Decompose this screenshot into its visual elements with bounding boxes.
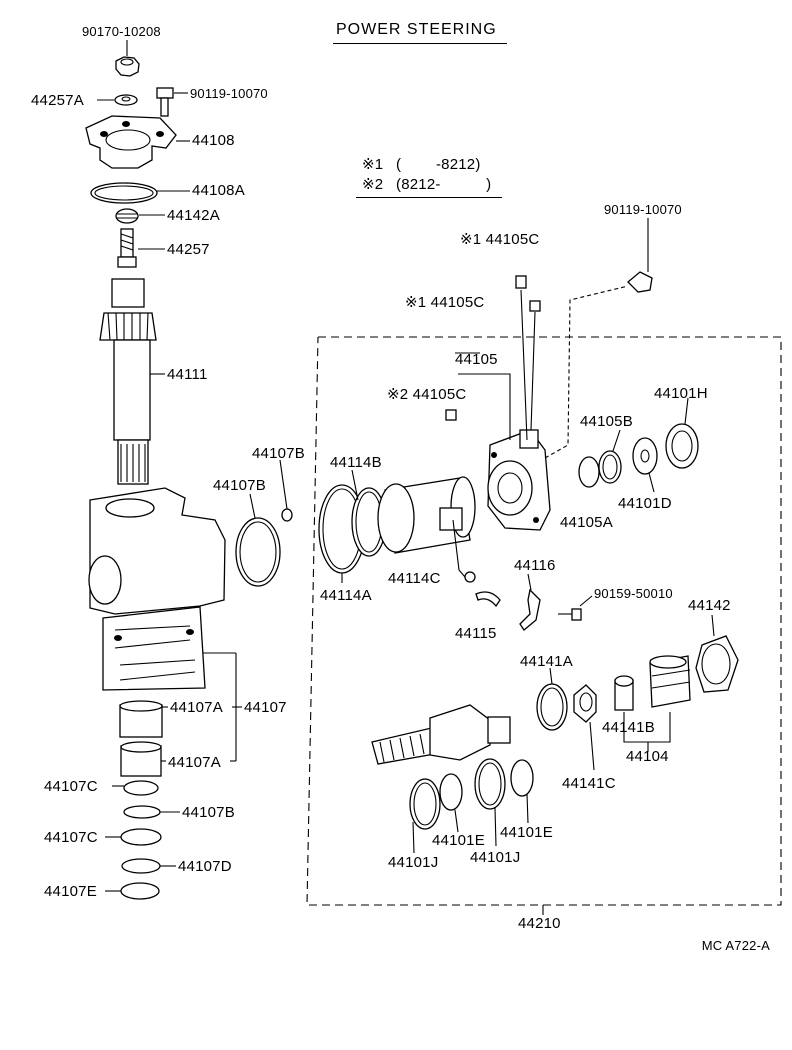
ring-44101J-2	[474, 758, 506, 810]
nut-90170-10208	[115, 56, 140, 77]
legend-row2-range: (8212- )	[396, 176, 492, 193]
ring-44105A	[578, 456, 600, 488]
oring-44107B-large	[235, 517, 281, 587]
label-44141C: 44141C	[562, 775, 616, 792]
nut-44142A	[115, 208, 139, 224]
bearing-44141B	[614, 675, 634, 711]
label-44142: 44142	[688, 597, 731, 614]
label-44101D: 44101D	[618, 495, 672, 512]
ring-44101J-1	[409, 778, 441, 830]
legend-row1-mark: ※1	[362, 156, 384, 173]
label-44108: 44108	[192, 132, 235, 149]
label-44104: 44104	[626, 748, 669, 765]
label-44105B: 44105B	[580, 413, 633, 430]
ring-44107C-lower	[120, 828, 162, 846]
label-44257A: 44257A	[31, 92, 84, 109]
label-44114A: 44114A	[320, 587, 372, 604]
label-44114C: 44114C	[388, 570, 441, 587]
label-44105C-3: ※2 44105C	[387, 386, 467, 403]
plug-44105C-middle	[529, 300, 541, 312]
ring-44105B	[598, 450, 622, 484]
ring-44107C-upper	[123, 780, 159, 796]
bearing-44107A-upper	[119, 700, 163, 738]
oring-44114C	[464, 571, 476, 583]
nut-44141C	[573, 684, 597, 723]
label-44105A: 44105A	[560, 514, 613, 531]
page-title: POWER STEERING	[336, 21, 497, 38]
screw-44257	[117, 228, 137, 268]
label-44111: 44111	[167, 366, 208, 383]
plug-44105C-lower	[445, 409, 457, 421]
reference-code: MC A722-A	[701, 938, 770, 953]
label-44101H: 44101H	[654, 385, 708, 402]
label-44141B: 44141B	[602, 719, 655, 736]
label-44101E-1: 44101E	[432, 832, 485, 849]
label-44107B-top: 44107B	[252, 445, 305, 462]
gear-housing-44107	[88, 487, 226, 691]
label-44142A: 44142A	[167, 207, 220, 224]
label-44101J-1: 44101J	[388, 854, 439, 871]
label-90170-10208: 90170-10208	[82, 24, 161, 39]
label-44210: 44210	[518, 915, 561, 932]
bolt-90119-10070-top	[156, 87, 174, 117]
title-underline	[333, 43, 507, 44]
oring-44108A	[90, 182, 158, 204]
washer-44101D	[632, 437, 658, 475]
subassembly-44210-boundary	[306, 336, 782, 906]
clamp-44116	[519, 588, 541, 631]
label-44114B: 44114B	[330, 454, 382, 471]
label-44107B-left: 44107B	[213, 477, 266, 494]
washer-44257A	[114, 94, 138, 106]
label-44116: 44116	[514, 557, 556, 574]
label-44101J-2: 44101J	[470, 849, 521, 866]
label-44257: 44257	[167, 241, 210, 258]
cover-44108	[85, 115, 177, 169]
legend-row1-range: ( -8212)	[396, 156, 481, 173]
sleeve-44104	[649, 655, 691, 708]
ring-44107E	[120, 882, 160, 900]
label-44141A: 44141A	[520, 653, 573, 670]
label-44108A: 44108A	[192, 182, 245, 199]
ring-44101E-1	[439, 773, 463, 811]
shaft-44111	[99, 278, 157, 485]
label-44107A-1: 44107A	[170, 699, 223, 716]
oring-44107B-small	[281, 508, 293, 522]
screw-90159-50010	[558, 608, 582, 621]
bolt-90119-10070-right	[627, 271, 653, 293]
plug-44105C-upper	[515, 275, 527, 289]
label-44107B-low: 44107B	[182, 804, 235, 821]
ring-44101E-2	[510, 759, 534, 797]
label-44107E: 44107E	[44, 883, 97, 900]
ring-44107D	[121, 858, 161, 874]
nut-44142	[695, 635, 739, 693]
label-90119-10070-right: 90119-10070	[604, 202, 682, 217]
ring-44107B-lower	[123, 805, 161, 819]
bearing-44101H	[665, 423, 699, 469]
bearing-44107A-lower	[120, 741, 162, 777]
label-90159-50010: 90159-50010	[594, 586, 673, 601]
label-44105C-1: ※1 44105C	[460, 231, 540, 248]
piston-44114B	[318, 476, 476, 574]
label-44107C-2: 44107C	[44, 829, 98, 846]
label-44107C-1: 44107C	[44, 778, 98, 795]
legend-underline	[356, 197, 502, 198]
label-44107: 44107	[244, 699, 287, 716]
label-44105: 44105	[455, 351, 498, 368]
label-90119-10070-top: 90119-10070	[190, 86, 268, 101]
label-44107A-2: 44107A	[168, 754, 221, 771]
label-44107D: 44107D	[178, 858, 232, 875]
tube-44115	[475, 591, 501, 608]
label-44101E-2: 44101E	[500, 824, 553, 841]
label-44115: 44115	[455, 625, 497, 642]
output-shaft	[371, 704, 511, 765]
legend-row2-mark: ※2	[362, 176, 384, 193]
valve-body-44105	[487, 429, 551, 531]
label-44105C-2: ※1 44105C	[405, 294, 485, 311]
oring-44141A	[536, 683, 568, 731]
